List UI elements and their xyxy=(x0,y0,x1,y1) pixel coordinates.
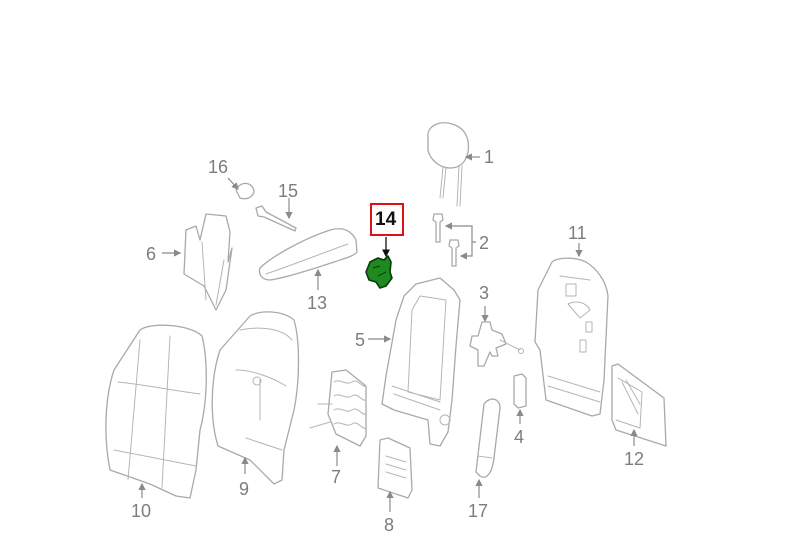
callout-14[interactable]: 14 xyxy=(375,209,397,230)
part-1-headrest[interactable] xyxy=(427,122,480,207)
callout-7[interactable]: 7 xyxy=(331,467,342,487)
part-11-rear-panel[interactable] xyxy=(534,243,609,417)
callout-13[interactable]: 13 xyxy=(307,293,328,313)
part-8-lumbar-panel[interactable] xyxy=(377,437,413,512)
part-12-map-pocket[interactable] xyxy=(611,363,667,447)
part-5-seat-back-frame[interactable] xyxy=(368,277,461,447)
part-7-spring-mat[interactable] xyxy=(309,369,367,466)
part-13-armrest[interactable] xyxy=(258,228,358,290)
callout-2[interactable]: 2 xyxy=(479,233,490,253)
part-2-guide-sleeves[interactable] xyxy=(432,213,476,267)
callout-8[interactable]: 8 xyxy=(384,515,395,535)
part-4-trim-cap[interactable] xyxy=(513,373,527,424)
callout-4[interactable]: 4 xyxy=(514,427,525,447)
highlight-box xyxy=(370,203,404,236)
callout-5[interactable]: 5 xyxy=(355,330,366,350)
part-15-bolt[interactable] xyxy=(255,198,297,232)
part-6-side-bolster[interactable] xyxy=(162,213,233,311)
part-9-seat-back-cushion[interactable] xyxy=(211,311,300,485)
callout-15[interactable]: 15 xyxy=(278,181,299,201)
callout-3[interactable]: 3 xyxy=(479,283,490,303)
part-3-bracket[interactable] xyxy=(469,306,524,367)
part-17-side-trim[interactable] xyxy=(475,398,501,498)
callout-17[interactable]: 17 xyxy=(468,501,489,521)
callout-16[interactable]: 16 xyxy=(208,157,229,177)
callout-10[interactable]: 10 xyxy=(131,501,152,521)
callout-1[interactable]: 1 xyxy=(484,147,495,167)
callout-9[interactable]: 9 xyxy=(239,479,250,499)
callout-12[interactable]: 12 xyxy=(624,449,645,469)
part-10-seat-back-cover[interactable] xyxy=(105,324,207,499)
part-14-armrest-adjuster[interactable] xyxy=(365,237,393,289)
callout-6[interactable]: 6 xyxy=(146,244,157,264)
part-16-cap[interactable] xyxy=(227,177,255,200)
callout-11[interactable]: 11 xyxy=(568,223,587,243)
